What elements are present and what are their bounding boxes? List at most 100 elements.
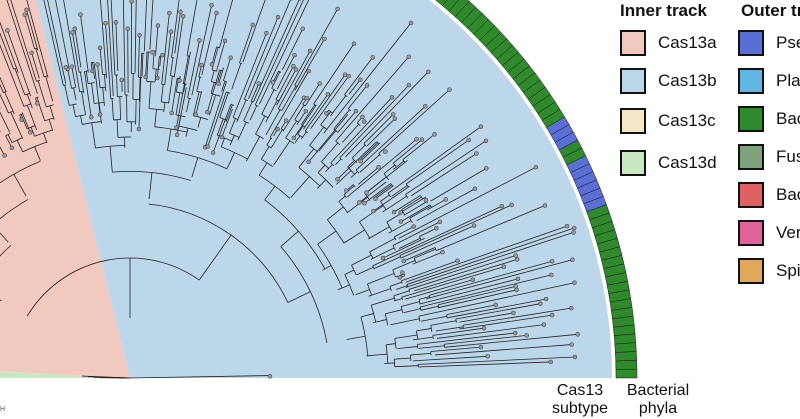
tree-branch [167, 128, 172, 151]
tree-tip [351, 41, 357, 46]
tree-tip [70, 30, 75, 35]
tree-branch [434, 344, 572, 356]
tree-branch [320, 124, 327, 130]
tree-tip [391, 209, 397, 215]
tree-branch [119, 96, 122, 120]
tree-branch [245, 136, 261, 162]
tree-tip [209, 3, 214, 8]
tree-tip [472, 186, 478, 192]
tree-branch [174, 11, 181, 54]
tree-branch [82, 375, 131, 379]
tree-tip [575, 332, 580, 337]
tree-branch [335, 56, 410, 142]
tree-branch [405, 140, 487, 195]
tree-branch [6, 0, 38, 94]
tree-branch [416, 328, 432, 332]
tree-branch [271, 88, 277, 92]
tree-branch [363, 143, 367, 147]
tree-branch [269, 70, 310, 138]
tree-branch [344, 274, 355, 296]
tree-branch [392, 139, 423, 164]
tree-branch [302, 104, 306, 107]
tree-branch [333, 128, 339, 133]
tree-tip [155, 75, 160, 81]
tree-branch [81, 91, 86, 115]
outer-track-ring [435, 0, 638, 379]
tree-branch [360, 316, 369, 356]
tree-branch [266, 137, 272, 146]
tree-branch [435, 326, 464, 332]
tree-branch [301, 131, 307, 140]
tree-tip [471, 223, 477, 228]
tree-tip [210, 150, 216, 155]
tree-branch [373, 319, 387, 324]
tree-branch [105, 23, 112, 99]
tree-branch [338, 195, 346, 202]
tree-branch [389, 286, 392, 292]
tree-branch [401, 266, 504, 298]
tree-branch [360, 142, 381, 162]
tree-tip [390, 112, 396, 117]
tree-tip [524, 333, 530, 338]
tree-branch [13, 67, 17, 70]
tree-branch [382, 195, 407, 213]
tree-branch [191, 5, 212, 96]
tree-branch [303, 93, 329, 130]
tree-tip [322, 36, 327, 42]
tree-tip [570, 257, 575, 262]
tree-tip [69, 64, 75, 69]
legend-label: Cas13d [658, 153, 717, 172]
tree-tip [180, 13, 186, 19]
tree-branch [371, 297, 395, 306]
tree-tip [474, 151, 479, 156]
tree-branch [208, 94, 217, 116]
tree-branch [344, 94, 348, 97]
tree-tip [125, 26, 130, 31]
tree-branch [359, 181, 387, 203]
tree-branch [204, 81, 227, 148]
tree-branch [280, 230, 299, 247]
tree-tip [370, 55, 375, 60]
tree-branch [410, 352, 431, 356]
tree-tip [293, 67, 299, 72]
tree-branch [380, 194, 390, 202]
outer-track-segment [613, 333, 637, 345]
tree-tip [205, 109, 210, 115]
tree-tip [174, 132, 180, 138]
tree-tip [178, 9, 183, 15]
tree-branch [221, 108, 233, 138]
legend-swatch [738, 258, 764, 284]
tree-branch [207, 91, 227, 147]
tree-branch [152, 50, 155, 69]
tree-tip [250, 22, 255, 28]
tree-branch [390, 318, 420, 326]
tree-branch [282, 97, 305, 132]
tree-tip [335, 6, 340, 12]
tree-branch [366, 353, 388, 357]
tree-branch [372, 205, 503, 267]
tree-branch [378, 153, 381, 157]
tree-tip [19, 117, 24, 123]
tree-tip [346, 73, 351, 79]
tree-branch [43, 0, 64, 86]
tree-branch [219, 0, 233, 49]
tree-tip [335, 176, 340, 182]
tree-branch [0, 232, 9, 243]
tree-branch [393, 195, 421, 213]
tree-tip [317, 81, 322, 86]
tree-branch [403, 247, 436, 262]
tree-branch [195, 90, 203, 115]
tree-branch [414, 259, 518, 292]
tree-branch [206, 69, 220, 113]
tree-branch [317, 179, 327, 189]
tree-tip [564, 223, 570, 229]
tree-branch [211, 46, 217, 65]
tree-branch [223, 57, 232, 81]
tree-branch [397, 346, 418, 350]
tree-branch [265, 100, 278, 123]
tree-tip [572, 354, 578, 360]
tree-branch [367, 273, 395, 285]
tree-branch [281, 85, 297, 111]
tree-tip [9, 145, 15, 151]
tree-tip [63, 65, 69, 70]
